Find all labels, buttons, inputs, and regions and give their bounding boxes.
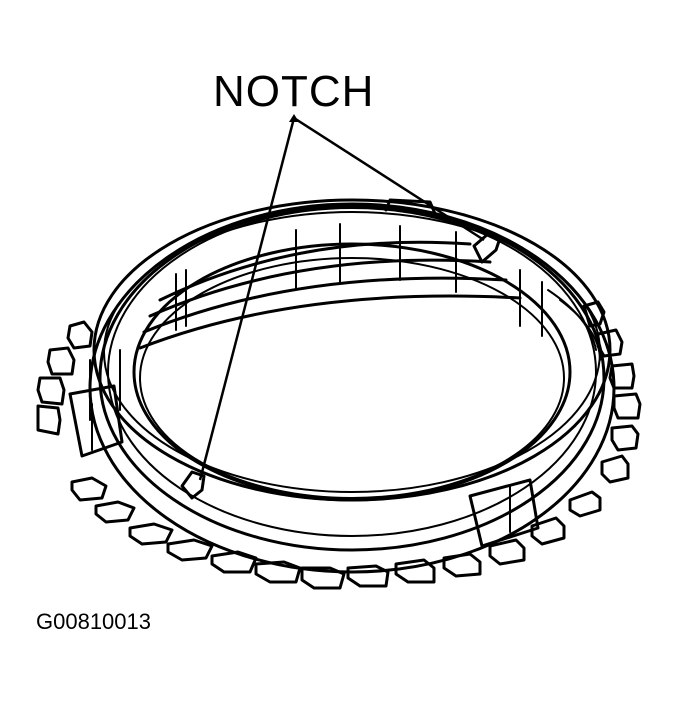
inner-cone-grooves (89, 223, 601, 421)
figure-id: G00810013 (36, 609, 151, 634)
notch-callout-label: NOTCH (213, 67, 375, 116)
ring-body (88, 198, 616, 574)
notch-leader-lines (198, 114, 485, 481)
ring-teeth (36, 300, 642, 590)
notch-front-left (180, 470, 206, 500)
notch-top-right (384, 198, 502, 264)
ring-lugs (68, 384, 540, 548)
